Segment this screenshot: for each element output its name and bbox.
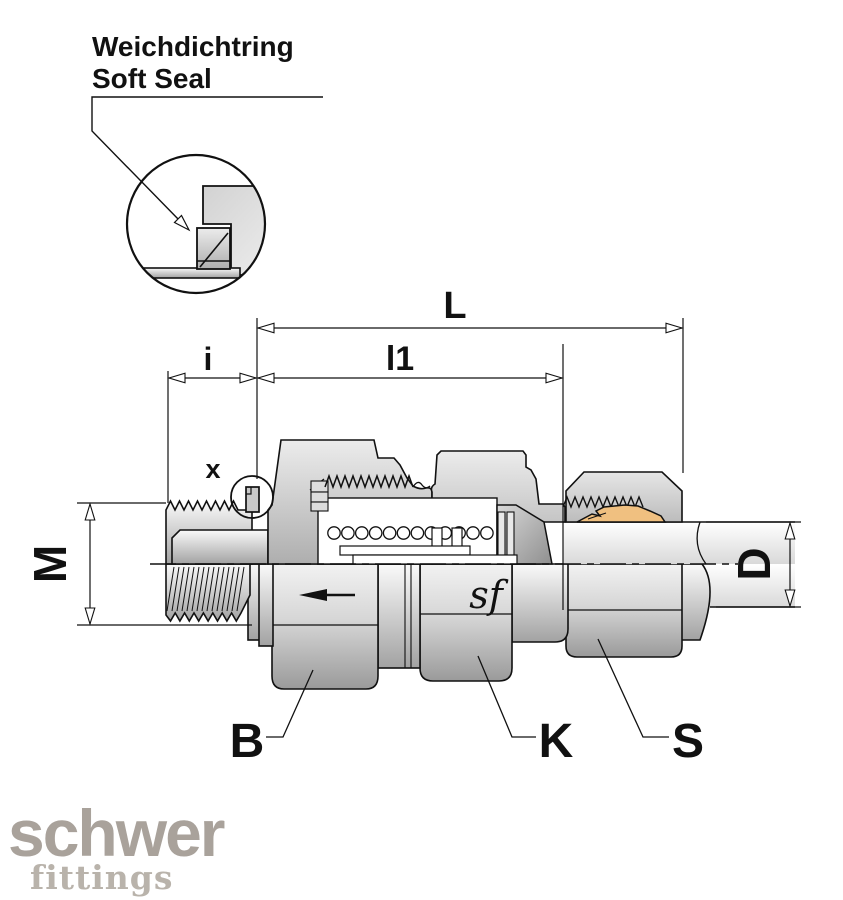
flow-direction [299, 589, 355, 601]
neck-b-k [377, 563, 421, 669]
leader-S [597, 638, 669, 738]
piston-plate-2 [352, 554, 518, 565]
neck-lock-lines [404, 564, 412, 668]
tube-upper [563, 522, 795, 564]
brand-logo: schwer fittings [8, 796, 227, 897]
part-leader-lines [266, 638, 669, 738]
soft-seal-title-de: Weichdichtring [92, 31, 294, 62]
leader-K [477, 655, 536, 738]
brand-tagline: fittings [30, 858, 173, 897]
detail-circle [125, 153, 267, 295]
detail-leader-line [91, 96, 323, 222]
fitting-upper-half [165, 439, 795, 565]
dim-label-i: i [204, 341, 213, 377]
detail-leader-arrowhead [173, 214, 191, 232]
dim-label-L: L [443, 285, 466, 327]
dim-label-M: M [24, 545, 76, 583]
nut-b-hex [271, 563, 379, 690]
x-soft-seal [245, 486, 260, 513]
neck-k-s [511, 563, 569, 643]
dim-label-l1: l1 [386, 340, 414, 378]
body-thread-zigzag [324, 473, 414, 490]
seat-pack-3 [310, 501, 329, 512]
x-detail-circle [230, 475, 274, 519]
sf-body-mark: sf [469, 573, 509, 617]
detail-soft-seal-ring [196, 227, 231, 270]
piston-plate-1 [339, 545, 471, 556]
detail-marker-x: x [205, 454, 220, 484]
x-soft-seal-notch [246, 487, 252, 495]
brand-name: schwer [8, 796, 225, 870]
hex-k [419, 563, 513, 682]
soft-seal-title-en: Soft Seal [92, 63, 212, 94]
tube-break-arc [696, 521, 707, 565]
soft-seal-detail: Weichdichtring Soft Seal [91, 31, 323, 295]
stud-flange [171, 529, 269, 565]
part-label-S: S [672, 715, 704, 768]
part-label-B: B [230, 715, 265, 768]
tube-lower [700, 564, 795, 607]
thread-runout [412, 481, 431, 489]
flow-arrow-head [299, 589, 327, 601]
dim-label-D: D [728, 547, 780, 580]
seat-pack-2 [310, 491, 329, 503]
nut-s-upper [565, 471, 683, 523]
leader-B [266, 669, 314, 738]
part-label-K: K [539, 715, 574, 768]
dimension-arrowheads [84, 322, 796, 626]
stud-thread-hatch [166, 566, 245, 612]
detail-tube-surface [127, 267, 241, 279]
ferrule-split-line [587, 512, 607, 520]
washer-2 [258, 563, 274, 647]
